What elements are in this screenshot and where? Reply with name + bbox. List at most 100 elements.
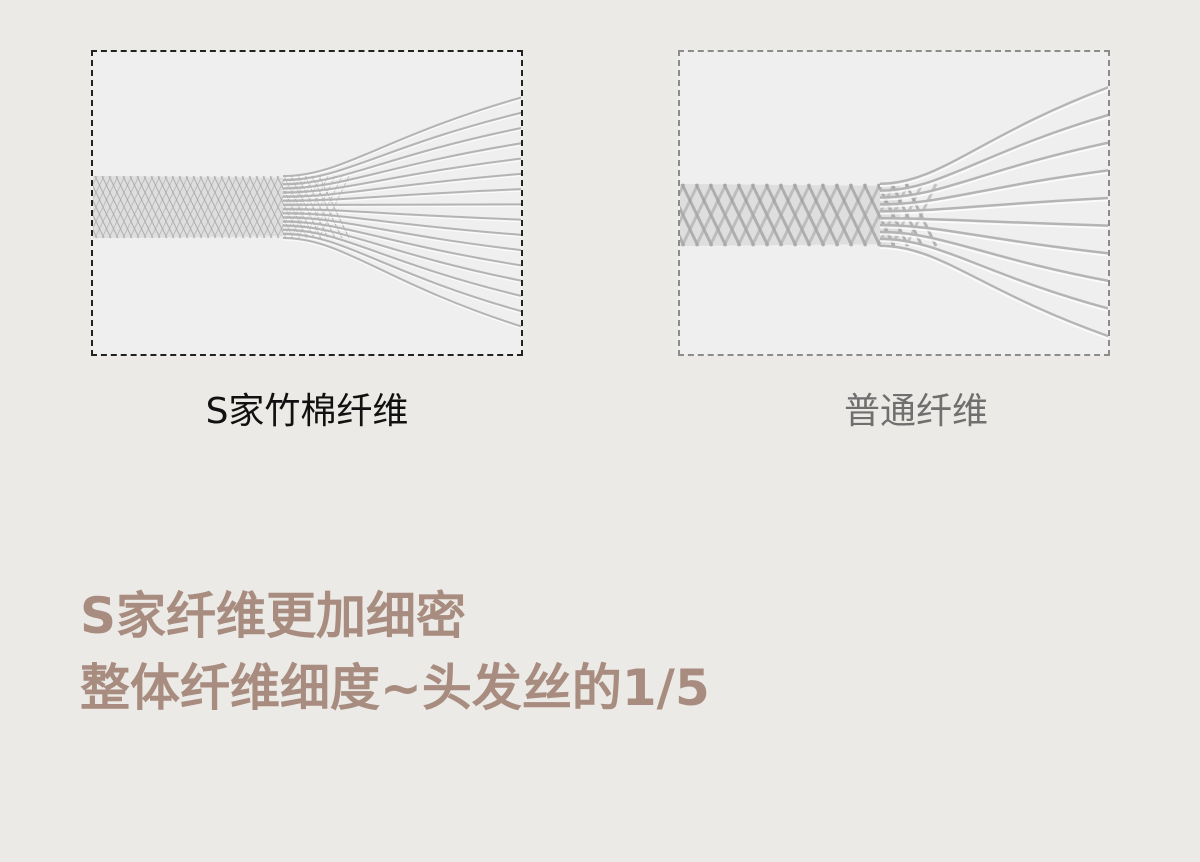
- caption-ordinary-fiber: 普通纤维: [843, 391, 988, 432]
- ordinary-weave-strand: [792, 183, 826, 247]
- s-brand-weave-strand: [213, 175, 245, 239]
- s-brand-fan-highlight: [282, 205, 521, 208]
- s-brand-fan-strand: [282, 142, 521, 190]
- ordinary-fan-highlight: [879, 247, 1108, 340]
- s-brand-weave-strand: [248, 175, 280, 239]
- ordinary-fan-strand: [879, 237, 1108, 311]
- ordinary-weave-strand: [862, 183, 896, 247]
- ordinary-fan-strand: [879, 216, 1108, 228]
- ordinary-weave-strand: [806, 183, 840, 247]
- s-brand-fan-highlight: [282, 235, 521, 314]
- ordinary-weave-strand: [722, 183, 756, 247]
- ordinary-fan-highlight: [879, 171, 1108, 208]
- s-brand-fan-highlight: [282, 114, 521, 183]
- s-brand-fan-strand: [282, 188, 521, 202]
- s-brand-weave-strand: [199, 175, 231, 239]
- ordinary-weave-strand: [820, 183, 854, 247]
- s-brand-fan-strand: [282, 111, 521, 182]
- ordinary-fan-highlight: [879, 199, 1108, 215]
- ordinary-fan-strand: [879, 223, 1108, 255]
- s-brand-fan-strand: [282, 220, 521, 267]
- s-brand-weave-strand: [129, 175, 161, 239]
- ordinary-weave-strand: [848, 183, 882, 247]
- ordinary-fan-strand: [879, 169, 1108, 207]
- ordinary-fiber-illustration: [680, 86, 1108, 340]
- ordinary-weave-strand: [876, 183, 910, 247]
- s-brand-fan-strand: [282, 224, 521, 282]
- s-brand-fan-highlight: [282, 144, 521, 191]
- ordinary-weave-strand: [694, 183, 728, 247]
- s-brand-fan-strand: [282, 172, 521, 198]
- s-brand-weave-strand: [93, 175, 112, 215]
- s-brand-weave-strand: [178, 175, 210, 239]
- ordinary-weave-strand: [750, 183, 784, 247]
- ordinary-fan-highlight: [879, 116, 1108, 194]
- fiber-image-s-brand: [91, 50, 523, 356]
- ordinary-fiber-group: [680, 86, 1108, 340]
- s-brand-fan-strand: [282, 237, 521, 328]
- ordinary-fan-strand: [879, 141, 1108, 200]
- s-brand-fan-strand: [282, 96, 521, 177]
- s-brand-fan-strand: [282, 208, 521, 221]
- s-brand-weave-strand: [93, 175, 105, 200]
- caption-s-brand-fiber: S家竹棉纤维: [205, 391, 409, 432]
- ordinary-fan-highlight: [879, 88, 1108, 187]
- ordinary-fan-strand: [879, 230, 1108, 283]
- ordinary-weave-strand: [680, 183, 714, 247]
- s-brand-fan-highlight: [282, 218, 521, 253]
- headline-line-1: S家纤维更加细密: [80, 587, 467, 645]
- s-brand-weave-strand: [164, 175, 196, 239]
- s-brand-fan-highlight: [282, 222, 521, 268]
- ordinary-fan-highlight: [879, 233, 1108, 285]
- ordinary-weave-strand: [708, 183, 742, 247]
- s-brand-weave-strand: [157, 175, 189, 239]
- s-brand-fan-strand: [282, 216, 521, 252]
- s-brand-fan-strand: [282, 228, 521, 297]
- s-brand-fan-strand: [282, 212, 521, 236]
- s-brand-fan-strand: [282, 127, 521, 186]
- s-brand-weave-strand: [93, 214, 105, 239]
- s-brand-fan-highlight: [282, 129, 521, 187]
- s-brand-fan-highlight: [282, 210, 521, 223]
- s-brand-weave-strand: [136, 175, 168, 239]
- ordinary-weave-strand: [834, 183, 868, 247]
- s-brand-weave-strand: [122, 175, 154, 239]
- s-brand-fan-strand: [282, 203, 521, 206]
- s-brand-weave-strand: [143, 175, 175, 239]
- ordinary-weave-strand: [778, 183, 812, 247]
- s-brand-weave-strand: [220, 175, 252, 239]
- ordinary-fan-highlight: [879, 240, 1108, 312]
- s-brand-weave-strand: [206, 175, 238, 239]
- s-brand-weave-strand: [241, 175, 273, 239]
- s-brand-weave-strand: [255, 175, 287, 239]
- s-brand-weave-strand: [94, 175, 126, 239]
- s-brand-fan-highlight: [282, 227, 521, 284]
- s-brand-fan-highlight: [282, 99, 521, 179]
- s-brand-weave-strand: [192, 175, 224, 239]
- s-brand-fan-highlight: [282, 231, 521, 299]
- fiber-image-ordinary: [678, 50, 1110, 356]
- s-brand-weave-strand: [227, 175, 259, 239]
- s-brand-weave-strand: [101, 175, 133, 239]
- s-brand-fan-highlight: [282, 239, 521, 329]
- s-brand-fan-highlight: [282, 214, 521, 238]
- s-brand-weave-strand: [185, 175, 217, 239]
- ordinary-fan-strand: [879, 86, 1108, 186]
- ordinary-weave-strand: [680, 183, 700, 225]
- ordinary-weave-strand: [764, 183, 798, 247]
- s-brand-weave-strand: [93, 175, 119, 229]
- ordinary-fan-highlight: [879, 143, 1108, 201]
- s-brand-weave-strand: [115, 175, 147, 239]
- ordinary-fan-strand: [879, 196, 1108, 214]
- s-brand-fiber-illustration: [93, 96, 521, 329]
- s-brand-fiber-group: [93, 96, 521, 329]
- ordinary-fan-strand: [879, 113, 1108, 193]
- ordinary-fan-highlight: [879, 226, 1108, 257]
- s-brand-fan-strand: [282, 157, 521, 194]
- s-brand-fan-highlight: [282, 190, 521, 204]
- ordinary-fan-strand: [879, 244, 1108, 338]
- ordinary-weave-strand: [736, 183, 770, 247]
- s-brand-weave-strand: [108, 175, 140, 239]
- s-brand-weave-strand: [171, 175, 203, 239]
- ordinary-fan-highlight: [879, 219, 1108, 229]
